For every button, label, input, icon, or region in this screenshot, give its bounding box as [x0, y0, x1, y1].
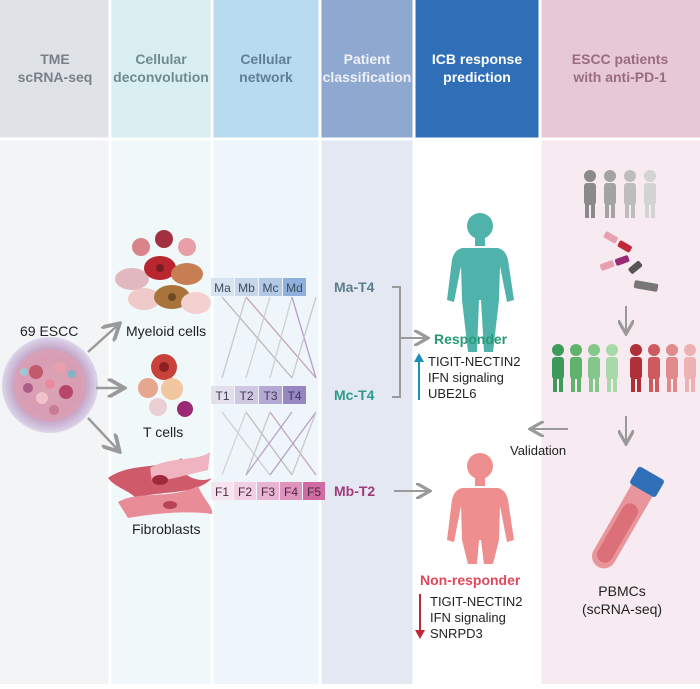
pbmc-label-line1: PBMCs [598, 583, 645, 599]
classification-arrows [392, 286, 428, 491]
node-t1: T1 [215, 389, 229, 403]
non-responder-gene-1: TIGIT-NECTIN2 [430, 594, 522, 609]
node-box-mc [259, 278, 282, 296]
cohort-label: 69 ESCC [20, 323, 78, 339]
col3-title-line2: classification [323, 69, 412, 85]
col1-header [110, 0, 212, 138]
network-edges [221, 296, 317, 476]
col0-title-line2: scRNA-seq [18, 69, 93, 85]
node-f4: F4 [284, 485, 298, 499]
non-responder-title: Non-responder [420, 572, 521, 588]
node-t3: T3 [263, 389, 277, 403]
node-md: Md [286, 281, 303, 295]
col5-body [540, 140, 700, 684]
col5-header [540, 0, 700, 138]
myeloid-cells-illustration [115, 230, 211, 314]
cellular-network: Ma Mb Mc Md T1 T2 T3 T4 F1 F2 F3 F4 F5 [211, 278, 325, 500]
col3-header [320, 0, 414, 138]
node-t4: T4 [287, 389, 301, 403]
col5-title-line2: with anti-PD-1 [572, 69, 667, 85]
patient-group-illustration [584, 170, 656, 218]
fibro-nodes: F1 F2 F3 F4 F5 [211, 482, 325, 500]
responder-group-illustration [552, 344, 618, 392]
class-ma-t4: Ma-T4 [334, 279, 375, 295]
col4-header [414, 0, 540, 138]
myeloid-label: Myeloid cells [126, 323, 206, 339]
responder-gene-2: IFN signaling [428, 370, 504, 385]
node-box-ma [211, 278, 234, 296]
node-box-t3 [259, 386, 282, 404]
node-ma: Ma [214, 281, 231, 295]
non-responder-gene-2: IFN signaling [430, 610, 506, 625]
class-mb-t2: Mb-T2 [334, 483, 375, 499]
responder-gene-1: TIGIT-NECTIN2 [428, 354, 520, 369]
responder-gene-3: UBE2L6 [428, 386, 476, 401]
up-arrow-icon [414, 353, 424, 400]
antibody-icon [599, 231, 659, 292]
node-box-f2 [234, 482, 256, 500]
pbmc-label-line2: (scRNA-seq) [582, 601, 662, 617]
tumor-arrows [87, 325, 122, 450]
node-mb: Mb [238, 281, 255, 295]
col1-title-line2: deconvolution [113, 69, 209, 85]
col1-title-line1: Cellular [135, 51, 187, 67]
blood-tube-icon [592, 466, 664, 569]
col3-body [320, 140, 414, 684]
node-box-mb [235, 278, 258, 296]
node-f2: F2 [238, 485, 252, 499]
responder-genes: TIGIT-NECTIN2 IFN signaling UBE2L6 [428, 354, 520, 401]
column-headers: TME scRNA-seq Cellular deconvolution Cel… [18, 51, 669, 85]
node-f5: F5 [307, 485, 321, 499]
tumor-sphere-illustration [2, 337, 98, 433]
node-f1: F1 [215, 485, 229, 499]
myeloid-nodes: Ma Mb Mc Md [211, 278, 306, 296]
validation-label: Validation [510, 443, 566, 458]
responder-figure [447, 213, 514, 352]
col4-title-line2: prediction [443, 69, 511, 85]
col5-title-line1: ESCC patients [572, 51, 669, 67]
t-nodes: T1 T2 T3 T4 [211, 386, 306, 404]
fibroblasts-illustration [108, 452, 213, 518]
non-responder-group-illustration [630, 344, 696, 392]
col2-header [212, 0, 320, 138]
col3-title-line1: Patient [344, 51, 391, 67]
col2-title-line1: Cellular [240, 51, 292, 67]
class-mc-t4: Mc-T4 [334, 387, 375, 403]
responder-title: Responder [434, 331, 508, 347]
node-box-f5 [303, 482, 325, 500]
node-t2: T2 [239, 389, 253, 403]
node-f3: F3 [261, 485, 275, 499]
non-responder-gene-3: SNRPD3 [430, 626, 483, 641]
down-arrow-icon [415, 594, 425, 639]
col4-title-line1: ICB response [432, 51, 522, 67]
patient-classes: Ma-T4 Mc-T4 Mb-T2 [334, 279, 375, 499]
node-box-f3 [257, 482, 279, 500]
node-box-f4 [280, 482, 302, 500]
node-box-t2 [235, 386, 258, 404]
node-box-t1 [211, 386, 234, 404]
non-responder-genes: TIGIT-NECTIN2 IFN signaling SNRPD3 [430, 594, 522, 641]
t-cells-label: T cells [143, 424, 183, 440]
node-mc: Mc [263, 281, 279, 295]
non-responder-figure [447, 453, 514, 564]
node-box-md [283, 278, 306, 296]
node-box-f1 [211, 482, 233, 500]
col2-title-line2: network [239, 69, 293, 85]
col0-header [0, 0, 110, 138]
col2-body [212, 140, 320, 684]
node-box-t4 [283, 386, 306, 404]
fibroblasts-label: Fibroblasts [132, 521, 200, 537]
t-cells-illustration [138, 354, 193, 417]
col0-title-line1: TME [40, 51, 70, 67]
